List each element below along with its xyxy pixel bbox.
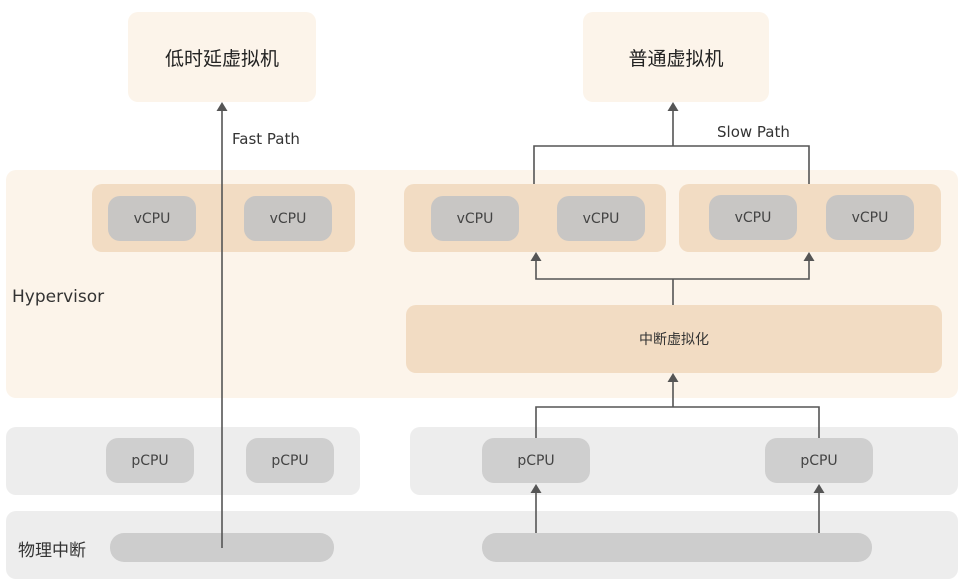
pcpu-left-1: pCPU (106, 438, 194, 483)
low-latency-vm-box: 低时延虚拟机 (128, 12, 316, 102)
arrow-intr-to-vcpu (535, 258, 810, 305)
vcpu-normal-3: vCPU (709, 195, 797, 240)
interrupt-source-bar-right (482, 533, 872, 562)
interrupt-virtualization-box: 中断虚拟化 (406, 305, 942, 373)
normal-vm-box: 普通虚拟机 (583, 12, 769, 102)
vcpu-normal-4: vCPU (826, 195, 914, 240)
pcpu-left-2: pCPU (246, 438, 334, 483)
slow-path-arrow (533, 108, 810, 184)
arrowhead-intr (667, 373, 679, 382)
vcpu-normal-1: vCPU (431, 196, 519, 241)
arrowhead-pcpu-2 (813, 484, 825, 493)
pcpu-right-2: pCPU (765, 438, 873, 483)
fast-path-arrowhead (216, 102, 228, 111)
vcpu-low-latency-1: vCPU (108, 196, 196, 241)
physical-interrupt-label: 物理中断 (18, 541, 86, 561)
normal-vm-label: 普通虚拟机 (628, 47, 724, 70)
arrow-pcpu-to-intr (535, 379, 820, 438)
fast-path-label: Fast Path (232, 130, 300, 148)
slow-path-arrowhead (667, 102, 679, 111)
low-latency-vm-label: 低时延虚拟机 (164, 47, 279, 70)
slow-path-label: Slow Path (717, 123, 790, 141)
pcpu-right-1: pCPU (482, 438, 590, 483)
arrowhead-vcpu-2 (803, 252, 815, 261)
hypervisor-label: Hypervisor (12, 287, 105, 307)
vcpu-normal-2: vCPU (557, 196, 645, 241)
arrowhead-vcpu-1 (530, 252, 542, 261)
vcpu-low-latency-2: vCPU (244, 196, 332, 241)
arrowhead-pcpu-1 (530, 484, 542, 493)
